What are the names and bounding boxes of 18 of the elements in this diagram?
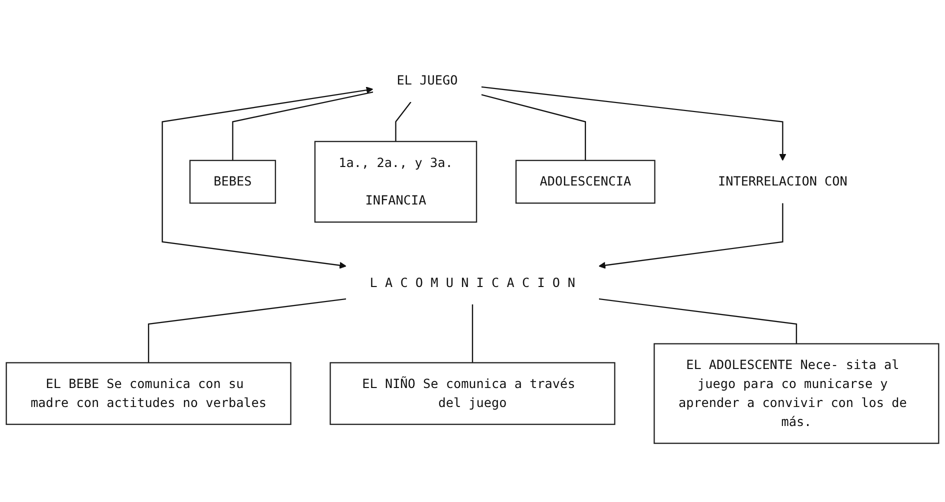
- node-text: INTERRELACION CON: [718, 174, 848, 189]
- connector: [472, 304, 474, 362]
- node-box: EL BEBE Se comunica con su madre con actitudes no verbales: [6, 362, 292, 425]
- node-box: 1a., 2a., y 3a. INFANCIA: [314, 140, 478, 222]
- connector: [395, 101, 412, 142]
- node-text: EL JUEGO: [396, 72, 458, 88]
- connector: [232, 91, 374, 160]
- node-box: EL ADOLESCENTE Nece- sita al juego para co municarse y aprender a convivir con los de más.: [654, 342, 940, 444]
- arrow: [481, 86, 786, 160]
- node-box: EL NIÑO Se comunica a través del juego: [330, 362, 616, 425]
- node-box: BEBES: [189, 160, 276, 204]
- arrow: [162, 86, 374, 268]
- node-text: L A C O M U N I C A C I O N: [370, 274, 576, 290]
- arrow: [598, 202, 784, 268]
- node-box: ADOLESCENCIA: [515, 160, 656, 204]
- connector: [148, 298, 346, 362]
- connector: [481, 94, 586, 160]
- connector: [598, 298, 798, 344]
